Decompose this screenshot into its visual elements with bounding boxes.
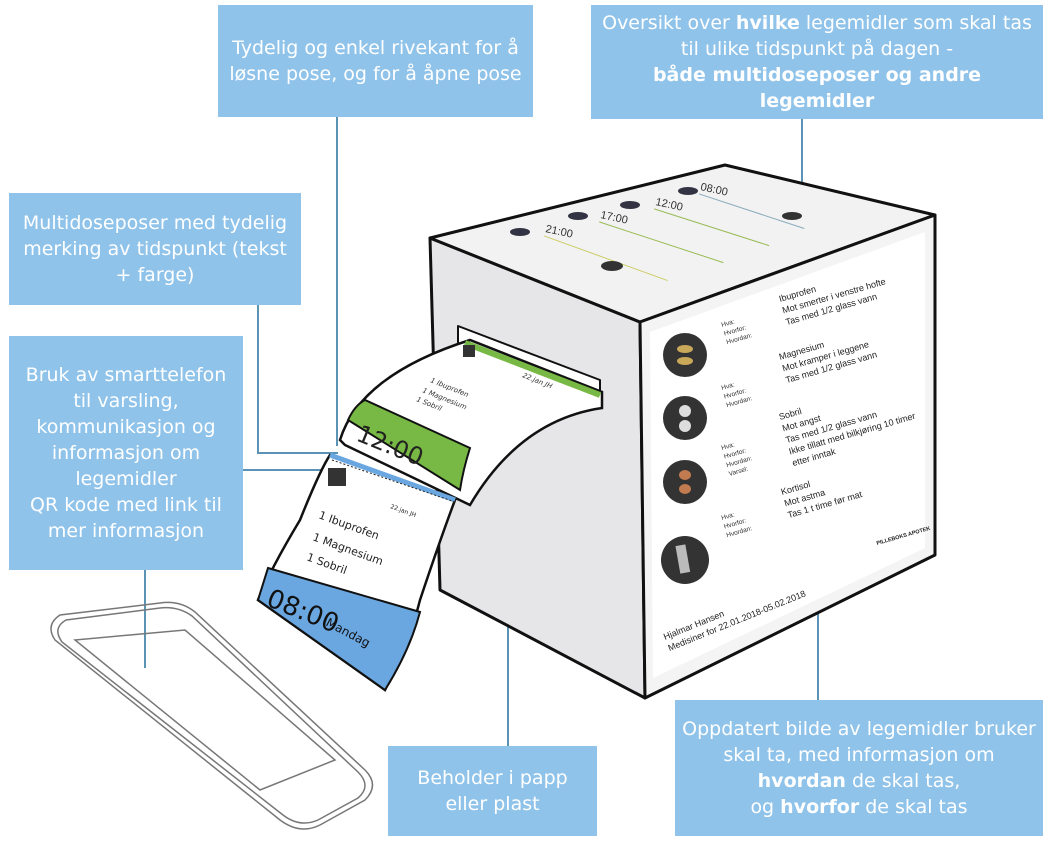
callout-overview: Oversikt over hvilke legemidler som skal… xyxy=(591,5,1043,119)
callout-tear-edge: Tydelig og enkel rivekant for å løsne po… xyxy=(218,5,533,117)
top-schedule: 08:00 12:00 17:00 21:00 xyxy=(510,181,805,282)
schedule-time: 12:00 xyxy=(654,196,683,213)
label-text: Hva: xyxy=(721,511,736,521)
label-text: Hva: xyxy=(721,318,736,328)
callout-container: Beholder i papp eller plast xyxy=(388,746,597,836)
smartphone-illustration xyxy=(50,601,374,830)
schedule-time: 21:00 xyxy=(544,223,573,240)
label-text: Hva: xyxy=(721,441,736,451)
callout-phone: Bruk av smarttelefon til varsling, kommu… xyxy=(9,336,243,570)
schedule-time: 08:00 xyxy=(699,181,728,198)
callout-updated: Oppdatert bilde av legemidler bruker ska… xyxy=(675,700,1043,836)
label-text: Hva: xyxy=(721,381,736,391)
callout-text: Bruk av smarttelefon til varsling, kommu… xyxy=(25,364,227,490)
info-panel xyxy=(650,232,925,678)
multidose-bag-1200: 12:00 1 Ibuprofen 1 Magnesium 1 Sobril 2… xyxy=(338,338,604,507)
schedule-time: 17:00 xyxy=(599,209,628,226)
multidose-bag-0800: 08:00 Mandag 1 Ibuprofen 1 Magnesium 1 S… xyxy=(256,452,457,692)
callout-bags: Multidoseposer med tydelig merking av ti… xyxy=(9,193,301,305)
callout-text: Multidoseposer med tydelig merking av ti… xyxy=(22,212,288,286)
callout-text: QR kode med link til mer informasjon xyxy=(30,494,222,542)
callout-text: Tydelig og enkel rivekant for å løsne po… xyxy=(229,37,522,85)
callout-text: Beholder i papp eller plast xyxy=(417,767,568,815)
